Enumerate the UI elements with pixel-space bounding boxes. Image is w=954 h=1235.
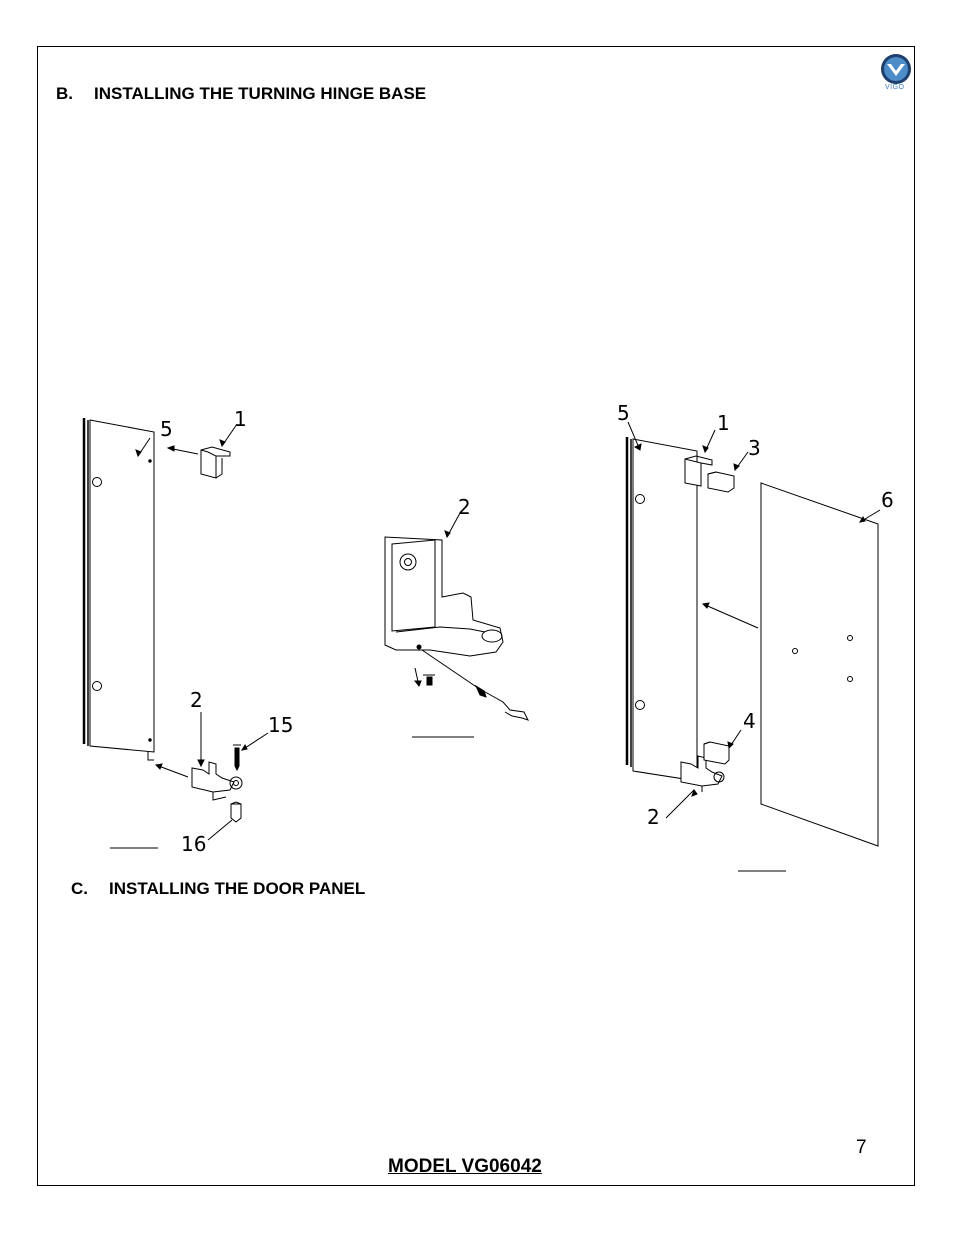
callout-number: 6	[881, 488, 894, 512]
callout-number: 5	[617, 401, 630, 425]
page-number: 7	[856, 1137, 867, 1158]
section-title: INSTALLING THE DOOR PANEL	[109, 879, 366, 898]
callout-number: 3	[748, 436, 761, 460]
brand-name: VIGO	[885, 84, 905, 91]
figure-2	[384, 512, 529, 738]
callout-numbers: 1 5 2 15 16 2 5 1 3 6 4 2	[160, 401, 894, 856]
callout-number: 1	[234, 407, 247, 431]
section-heading-c: C. INSTALLING THE DOOR PANEL	[71, 879, 365, 899]
page-frame	[37, 46, 915, 1186]
model-label: MODEL VG06042	[388, 1156, 542, 1177]
section-letter: B.	[56, 84, 73, 103]
callout-number: 4	[743, 709, 756, 733]
section-letter: C.	[71, 879, 88, 898]
callout-number: 1	[717, 411, 730, 435]
callout-number: 2	[458, 495, 471, 519]
section-title: INSTALLING THE TURNING HINGE BASE	[94, 84, 427, 103]
callout-number: 5	[160, 417, 173, 441]
figure-1	[82, 418, 269, 849]
callout-number: 2	[647, 805, 660, 829]
figure-3	[625, 421, 881, 872]
callout-number: 16	[181, 832, 206, 856]
callout-number: 15	[268, 713, 293, 737]
section-heading-b: B. INSTALLING THE TURNING HINGE BASE	[56, 84, 426, 104]
vigo-logo-icon	[878, 52, 914, 94]
callout-number: 2	[190, 688, 203, 712]
